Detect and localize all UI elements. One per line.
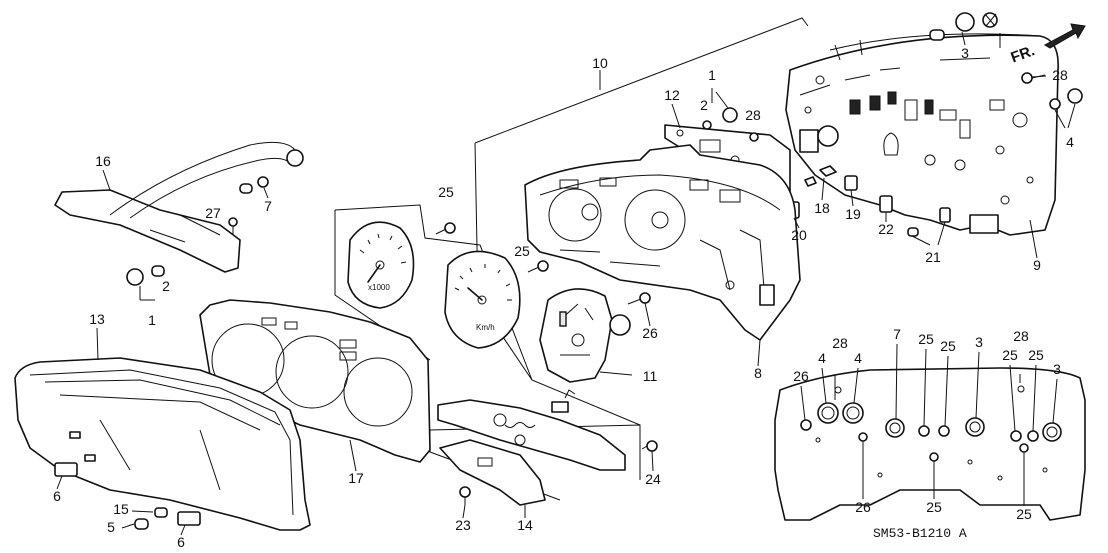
- callout-labels: 3 28 4 10 12 1 2 28 16 7 27 25 25 18 19 …: [53, 45, 1074, 550]
- bulb-socket-1-2-left: [126, 265, 165, 301]
- screw-28-panel: [749, 132, 759, 142]
- callout-25-b: 25: [514, 243, 530, 259]
- speedometer-dial: Km/h: [444, 250, 521, 349]
- cluster-lens: [14, 357, 311, 531]
- speedometer-label: Km/h: [476, 323, 495, 332]
- callout-15: 15: [113, 501, 129, 517]
- screw-28-right: [1021, 72, 1046, 84]
- callout-13: 13: [89, 311, 105, 327]
- screw-26: [627, 292, 651, 305]
- clip-6: [54, 462, 201, 526]
- bulb-15-5: [134, 507, 168, 530]
- callout-3-top: 3: [961, 45, 969, 61]
- callout-rear-25-c: 25: [1002, 347, 1018, 363]
- callout-20: 20: [791, 227, 807, 243]
- callout-rear-3-b: 3: [1053, 361, 1061, 377]
- callout-1-left: 1: [148, 312, 156, 328]
- callout-rear-7: 7: [893, 326, 901, 342]
- callout-25-a: 25: [438, 184, 454, 200]
- callout-1-top: 1: [708, 67, 716, 83]
- wire-harness: [54, 141, 304, 273]
- front-arrow: FR.: [1009, 23, 1086, 67]
- callout-16: 16: [95, 153, 111, 169]
- callout-14: 14: [517, 517, 533, 533]
- callout-4-right: 4: [1066, 134, 1074, 150]
- callout-5: 5: [107, 519, 115, 535]
- callout-7: 7: [264, 198, 272, 214]
- callout-rear-25-a: 25: [918, 331, 934, 347]
- tachometer-dial: x1000: [347, 221, 415, 309]
- callout-rear-26-b: 26: [855, 499, 871, 515]
- callout-12: 12: [664, 87, 680, 103]
- leader-lines: [56, 31, 1058, 536]
- screw-25-a: [435, 222, 456, 235]
- callout-19: 19: [845, 206, 861, 222]
- callout-10: 10: [592, 55, 608, 71]
- screw-24: [641, 440, 658, 452]
- screw-25-b: [527, 260, 549, 273]
- callout-8: 8: [754, 365, 762, 381]
- callout-6-bottom: 6: [177, 534, 185, 550]
- callout-rear-25-b: 25: [940, 338, 956, 354]
- callout-9: 9: [1033, 257, 1041, 273]
- callout-rear-3-a: 3: [975, 334, 983, 350]
- fuel-temp-gauge: [539, 288, 633, 383]
- callout-rear-25-e: 25: [926, 499, 942, 515]
- bracket-14: [439, 439, 546, 506]
- callout-rear-26-a: 26: [793, 368, 809, 384]
- bulbs-4-right: [1049, 88, 1083, 129]
- callout-28-right: 28: [1052, 67, 1068, 83]
- callout-rear-4-a: 4: [818, 350, 826, 366]
- diagram-code: SM53-B1210 A: [873, 526, 967, 541]
- callout-11: 11: [643, 368, 658, 384]
- callout-23: 23: [455, 517, 471, 533]
- callout-26: 26: [642, 325, 658, 341]
- tachometer-label: x1000: [368, 283, 390, 292]
- callout-22: 22: [878, 221, 894, 237]
- screw-23: [459, 486, 471, 505]
- callout-17: 17: [348, 470, 364, 486]
- screw-27: [228, 217, 238, 234]
- callout-21: 21: [925, 249, 941, 265]
- callout-rear-25-f: 25: [1016, 506, 1032, 522]
- callout-rear-4-b: 4: [854, 350, 862, 366]
- callout-24: 24: [645, 471, 661, 487]
- callout-6-left: 6: [53, 488, 61, 504]
- callout-27: 27: [205, 205, 221, 221]
- callout-rear-25-d: 25: [1028, 347, 1044, 363]
- cluster-housing: [524, 144, 801, 341]
- callout-rear-28-a: 28: [832, 335, 848, 351]
- callout-2-top: 2: [700, 97, 708, 113]
- printed-circuit-sub: [437, 389, 626, 471]
- callout-2-left: 2: [162, 278, 170, 294]
- callout-rear-28-b: 28: [1013, 328, 1029, 344]
- housing-rear-view: [774, 367, 1086, 521]
- bulb-top-3: [929, 12, 998, 41]
- bulb-socket-1-2-top: [702, 88, 738, 130]
- callout-28-panel: 28: [745, 107, 761, 123]
- callout-18: 18: [814, 200, 830, 216]
